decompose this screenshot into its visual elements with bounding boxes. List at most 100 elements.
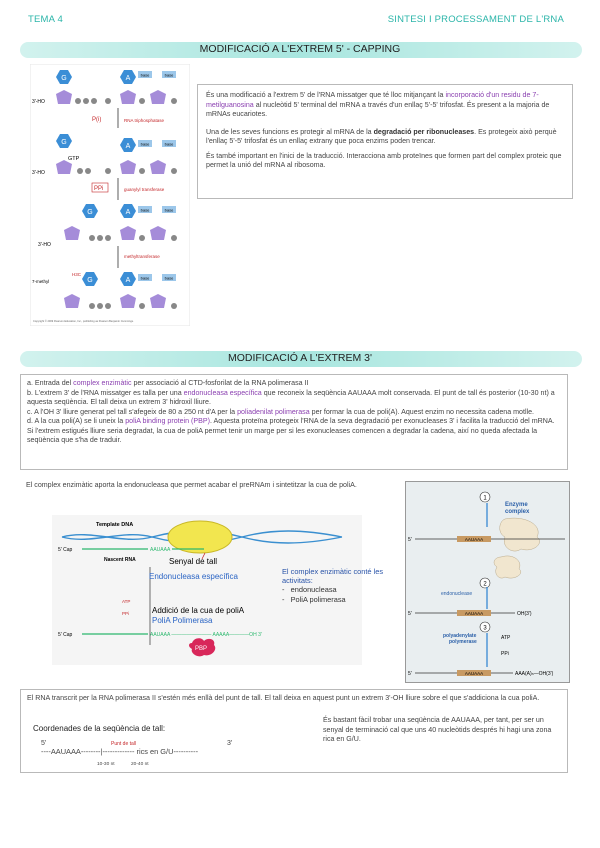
base-label: base [141, 276, 150, 281]
phosphate [105, 303, 111, 309]
ppi-box [91, 182, 109, 193]
aauaaa-label: AAUAAA [150, 547, 171, 553]
adicio-label: Addició de la cua de poliA [152, 606, 245, 615]
base-box [138, 71, 152, 78]
sugar [120, 90, 136, 104]
rna-triphosphatase-label: RNA triphosphatase [124, 118, 165, 123]
polymerase-label: polymerase [449, 639, 477, 645]
base-box [162, 206, 176, 213]
a-label: A [126, 75, 131, 82]
enzyme-complex [499, 517, 540, 552]
activity-polia-polymerase: - PoliA polimerasa [282, 594, 346, 604]
polia-polymerase-label: PoliA Polimerasa [152, 616, 213, 625]
complex-label: complex [505, 509, 530, 515]
step-2-label: 2 [483, 582, 487, 588]
polya-tail: AAUAAA ———————— AAAAA————OH 3' [150, 632, 262, 638]
step-3-badge [479, 621, 491, 633]
cut-mark [201, 552, 206, 560]
a-hexagon [120, 272, 136, 286]
base-label: base [165, 142, 174, 147]
phosphate [139, 168, 145, 174]
step-a: a. Entrada del complex enzimàtic per ass… [27, 379, 309, 387]
phosphate [171, 303, 177, 309]
g-hexagon [82, 272, 98, 286]
g-label: G [61, 75, 66, 82]
g-hexagon [56, 134, 72, 148]
a-label: A [126, 277, 131, 284]
header-title: SINTESI I PROCESSAMENT DE L'RNA [387, 14, 564, 25]
cut-site-box: El RNA transcrit per la RNA polimerasa I… [20, 689, 568, 773]
cap-label: 5' Cap [58, 547, 73, 553]
polyadenylate-label: polyadenylate [443, 633, 477, 639]
base-box [162, 274, 176, 281]
capping-figure: G A base base 3'-HO P(i) RNA triphosphat… [30, 64, 190, 326]
step-c: c. A l'OH 3' lliure generat pel tall s'a… [27, 407, 535, 416]
a-label: A [126, 143, 131, 150]
three-prime: 3' [227, 740, 233, 747]
cut-point-label: Punt de tall [111, 741, 137, 747]
phosphate [77, 168, 83, 174]
step-b: b. L'extrem 3' de l'RNA missatger es tal… [27, 388, 555, 407]
activity-endonuclease: - endonucleasa [282, 585, 337, 595]
phosphate [97, 303, 103, 309]
sugar [120, 226, 136, 240]
five-prime: 5' [41, 740, 47, 747]
oh-label: OH(3') [517, 611, 532, 617]
steps-box: a. Entrada del complex enzimàtic per ass… [20, 374, 568, 470]
row-2: G GTP A base base 3'-HO [32, 134, 177, 176]
capping-paragraph-2: Una de les seves funcions es protegir al… [206, 127, 557, 146]
base-label: base [165, 208, 174, 213]
phosphate [139, 98, 145, 104]
complex-intro: El complex enzimàtic aporta la endonucle… [26, 481, 357, 489]
ho-label: 3'-HO [32, 170, 45, 176]
cut-sequence: ----AAUAAA--------|------------- rics en… [41, 747, 199, 756]
phosphate [89, 303, 95, 309]
base-label: base [165, 276, 174, 281]
a-hexagon [120, 204, 136, 218]
endonuclease-label: Endonucleasa específica [149, 572, 239, 581]
phosphate [139, 235, 145, 241]
section2-title-bar [20, 351, 582, 367]
atp-label: ATP [501, 635, 511, 641]
phosphate [97, 235, 103, 241]
figure-frame [30, 64, 190, 326]
phosphate [91, 98, 97, 104]
pbp-label: PBP [195, 646, 207, 652]
phosphate [105, 168, 111, 174]
five-prime-label-2: 5' [408, 611, 412, 617]
sugar [64, 294, 80, 308]
row-3: G A base base 3'-HO [38, 204, 177, 248]
phosphate [139, 303, 145, 309]
pi-label: P(i) [92, 117, 101, 123]
capping-paragraph-3: És també important en l'inici de la trad… [206, 151, 562, 170]
step-d: d. A la cua poli(A) se li uneix la poliA… [27, 417, 555, 444]
section2-title: MODIFICACIÓ A L'EXTREM 3' [227, 352, 373, 364]
base-box [162, 71, 176, 78]
g-hexagon [82, 204, 98, 218]
a-hexagon [120, 70, 136, 84]
gtp-label: GTP [68, 156, 80, 162]
enzyme-label: Enzyme [505, 502, 528, 508]
five-prime-label-3: 5' [408, 671, 412, 677]
aauaaa-label: AAUAAA [465, 671, 483, 676]
step-1-label: 1 [483, 496, 487, 502]
ppi-label: PPi [94, 186, 103, 192]
phosphate [89, 235, 95, 241]
base-box [138, 274, 152, 281]
row-4: H3C G 7-methyl A base base [32, 272, 177, 309]
sugar [120, 294, 136, 308]
ho-label: 3'-HO [32, 99, 45, 105]
copyright: Copyright © 2009 Pearson Education, Inc.… [33, 319, 134, 323]
ppi-label: PPi [501, 651, 509, 657]
g-label: G [87, 277, 92, 284]
polya-tail-label: AAA(A)ₙ—OH(3') [515, 671, 554, 677]
base-label: base [165, 73, 174, 78]
sugar [56, 90, 72, 104]
capping-text-box: És una modificació a l'extrem 5' de l'RN… [197, 84, 573, 199]
capping-paragraph-1: És una modificació a l'extrem 5' de l'RN… [206, 91, 550, 118]
five-prime-label: 5' [408, 537, 412, 543]
a-hexagon [120, 138, 136, 152]
phosphate [83, 98, 89, 104]
phosphate [105, 98, 111, 104]
sugar [150, 226, 166, 240]
